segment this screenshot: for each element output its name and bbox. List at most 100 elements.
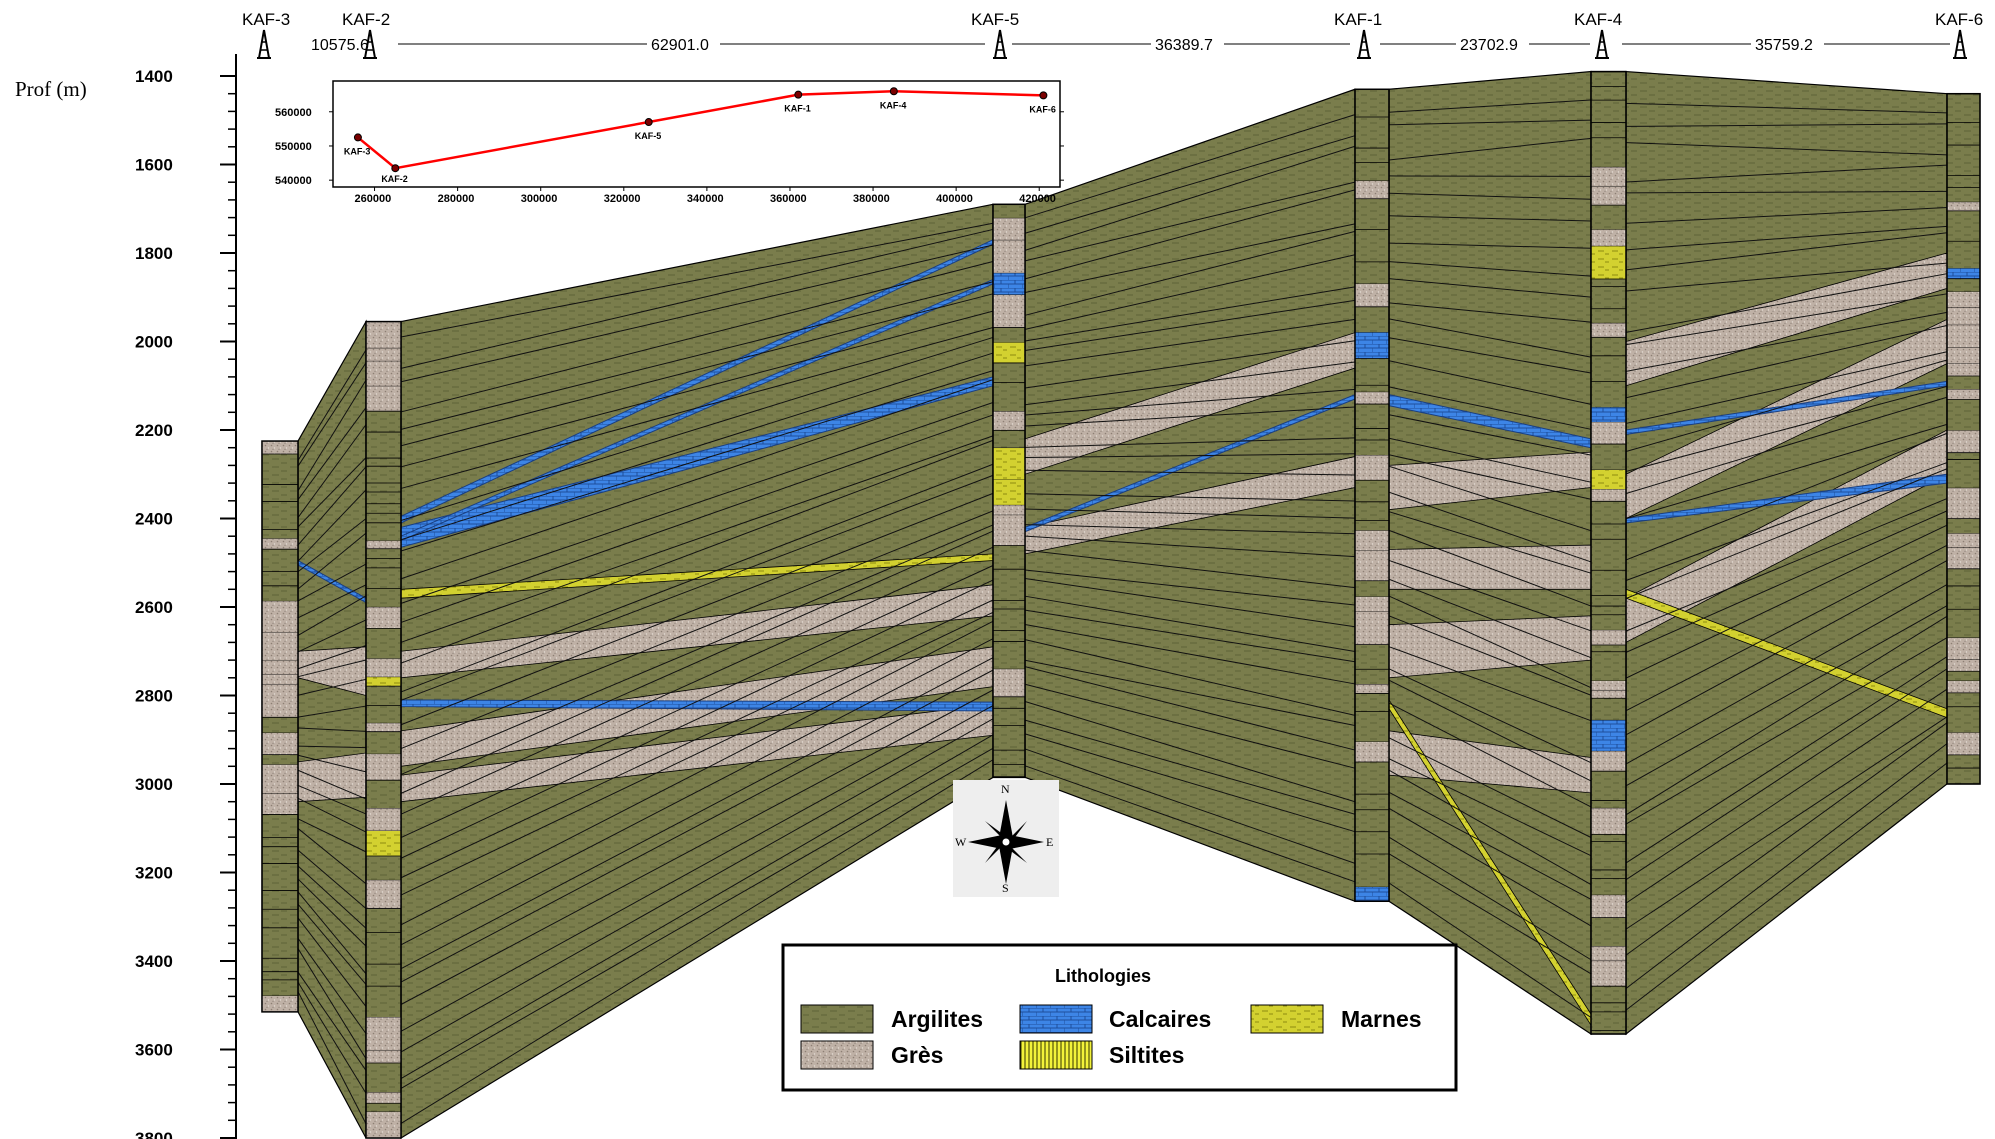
well-lithology-band	[366, 723, 401, 732]
well-lithology-band	[262, 632, 298, 661]
inset-well-label: KAF-6	[1029, 104, 1056, 114]
well-column-kaf-6	[1946, 92, 1981, 785]
correlation-line	[1024, 254, 1356, 330]
well-lithology-band	[1591, 229, 1626, 247]
correlation-line	[400, 747, 994, 1089]
well-column-kaf-4	[1590, 70, 1627, 1035]
well-column-kaf-2	[365, 320, 402, 1139]
correlation-line	[297, 865, 367, 929]
inset-well-label: KAF-1	[784, 104, 811, 114]
correlation-line	[1024, 659, 1356, 726]
well-lithology-band	[1591, 690, 1626, 699]
well-lithology-band	[1591, 489, 1626, 502]
well-lithology-band	[993, 240, 1025, 274]
legend-label-gres: Grès	[891, 1042, 943, 1068]
correlation-line	[1625, 325, 1948, 399]
correlation-line	[1024, 639, 1356, 716]
correlation-line	[1024, 535, 1356, 558]
well-lithology-band	[366, 386, 401, 412]
correlation-line	[1625, 311, 1948, 372]
well-lithology-band	[1947, 488, 1980, 519]
correlation-line	[1388, 646, 1592, 722]
correlation-line	[400, 734, 994, 1079]
correlation-line	[1024, 340, 1356, 389]
well-label-kaf-3: KAF-3	[242, 10, 290, 29]
correlation-line	[1024, 569, 1356, 606]
correlation-line	[1625, 396, 1948, 494]
correlation-line	[400, 657, 994, 970]
legend-frame	[781, 943, 1458, 1092]
compass-north-arrow	[999, 800, 1013, 842]
correlation-line	[1024, 624, 1356, 685]
inset-x-tick-label: 260000	[355, 193, 392, 205]
well-lithology-band	[1355, 180, 1389, 199]
correlation-line	[400, 705, 994, 1032]
well-lithology-band	[262, 684, 298, 718]
correlation-line	[1024, 318, 1356, 367]
well-lithology-band	[1355, 596, 1389, 612]
correlation-line	[1024, 189, 1356, 280]
inset-x-tick-label: 300000	[521, 193, 558, 205]
correlation-line	[1625, 762, 1948, 1011]
correlation-line	[1625, 102, 1948, 114]
correlation-line	[1388, 529, 1592, 607]
depth-ticks: 1400160018002000220024002600280030003200…	[135, 67, 236, 1139]
well-lithology-band	[1591, 246, 1626, 280]
inset-well-point	[794, 90, 803, 99]
correlation-line	[1625, 615, 1948, 816]
correlation-line	[297, 948, 367, 1059]
compass-s: S	[1002, 881, 1009, 895]
correlation-line	[297, 457, 367, 528]
correlation-line	[297, 981, 367, 1094]
depth-tick-label: 2400	[135, 510, 173, 529]
correlation-line	[1625, 207, 1948, 224]
correlation-line	[1625, 385, 1948, 472]
correlation-line	[1388, 668, 1592, 764]
correlation-line	[297, 379, 367, 492]
correlation-line	[1625, 560, 1948, 736]
well-lithology-band	[262, 660, 298, 675]
correlation-line	[1625, 722, 1948, 956]
depth-tick-label: 3800	[135, 1129, 173, 1139]
well-lithology-band	[1947, 430, 1980, 453]
well-lithology-band	[366, 540, 401, 549]
inset-well-label: KAF-5	[635, 131, 662, 141]
correlation-line	[400, 620, 994, 926]
correlation-line	[297, 971, 367, 1071]
well-lithology-band	[993, 342, 1025, 363]
compass-east-arrow	[1006, 835, 1044, 849]
correlation-line	[1625, 262, 1948, 292]
correlation-line	[1388, 99, 1592, 113]
correlation-panels	[297, 70, 1948, 1139]
correlation-line	[1024, 145, 1356, 251]
well-lithology-band	[1947, 202, 1980, 211]
correlation-line	[400, 244, 994, 383]
well-lithology-band	[1355, 455, 1389, 481]
correlation-line	[297, 595, 367, 636]
correlation-line	[1625, 584, 1948, 765]
correlation-line	[1625, 293, 1948, 346]
correlation-line	[1024, 299, 1356, 352]
correlation-line	[1388, 337, 1592, 374]
derrick-icon	[257, 29, 271, 59]
compass-south-arrow	[999, 842, 1013, 884]
correlation-line	[1388, 882, 1592, 1018]
depth-tick-label: 1400	[135, 67, 173, 86]
well-lithology-band	[366, 361, 401, 387]
correlation-line	[297, 903, 367, 985]
correlation-line	[400, 611, 994, 896]
distance-label: 23702.9	[1460, 37, 1518, 54]
well-lithology-band	[993, 505, 1025, 516]
correlation-line	[1024, 388, 1356, 416]
correlation-line	[400, 689, 994, 1005]
inset-x-tick-label: 280000	[438, 193, 475, 205]
correlation-line	[1625, 123, 1948, 127]
correlation-line	[297, 349, 367, 461]
correlation-line	[1625, 637, 1948, 825]
depth-tick-label: 1600	[135, 156, 173, 175]
correlation-line	[297, 407, 367, 500]
correlation-line	[297, 849, 367, 909]
correlation-line	[1388, 454, 1592, 500]
correlation-line	[297, 754, 367, 773]
well-lithology-band	[1591, 469, 1626, 490]
